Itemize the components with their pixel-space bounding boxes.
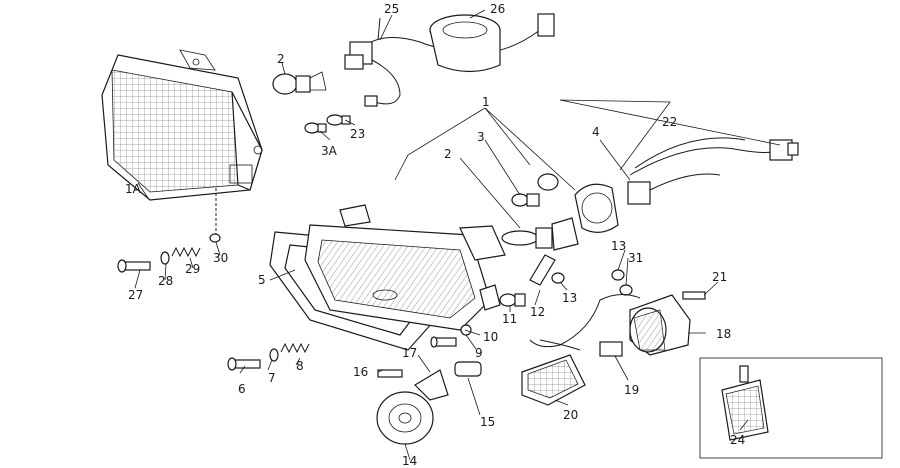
callout-27: 29 (185, 262, 200, 276)
callout-29: 25 (384, 2, 399, 16)
callout-31: 31 (628, 251, 643, 265)
bulb-3 (511, 193, 540, 207)
callout-4: 4 (592, 125, 600, 139)
reflector-inset-24 (699, 357, 883, 459)
callout-17: 17 (402, 346, 417, 360)
bulb-2-lower (501, 217, 579, 251)
horn-14 (376, 361, 482, 445)
callout-24: 24 (730, 433, 745, 447)
callout-30: 26 (490, 2, 505, 16)
lamp-20 (521, 339, 586, 406)
fasteners-6-8 (227, 342, 310, 371)
callout-1: 1 (482, 95, 490, 109)
callout-3: 3 (477, 130, 485, 144)
fasteners-11-13 (499, 254, 633, 307)
rubber-boot-30 (429, 13, 555, 73)
callout-22: 22 (662, 115, 677, 129)
callout-19: 19 (624, 383, 639, 397)
connector-19 (599, 341, 623, 357)
callout-7: 7 (268, 371, 276, 385)
callout-23: 23 (350, 127, 365, 141)
callout-12: 12 (530, 305, 545, 319)
callout-5: 5 (258, 273, 266, 287)
harness-22 (629, 137, 799, 176)
socket-assembly-1 (537, 173, 721, 233)
callout-11: 11 (502, 312, 517, 326)
callout-3a: 3A (321, 144, 338, 158)
callout-21: 21 (712, 270, 727, 284)
callout-10: 10 (483, 330, 498, 344)
callout-25: 27 (128, 288, 143, 302)
callout-1a: 1A (125, 182, 142, 196)
callout-8: 8 (296, 359, 304, 373)
turn-signal-18 (529, 291, 706, 356)
callout-16: 16 (353, 365, 368, 379)
callout-labels: 1A 2 3A 23 25 26 1 22 2 3 4 5 6 7 8 9 10… (125, 2, 745, 468)
callout-9: 9 (475, 346, 483, 360)
callout-20: 20 (563, 408, 578, 422)
bulbs-3a-23 (304, 114, 351, 134)
callout-13-upper: 13 (611, 239, 626, 253)
callout-26: 28 (158, 274, 173, 288)
callout-13-lower: 13 (562, 291, 577, 305)
leader-lines (134, 9, 781, 461)
callout-18: 18 (716, 327, 731, 341)
callout-28: 30 (213, 251, 228, 265)
headlight-housing (304, 204, 506, 331)
callout-15: 15 (480, 415, 495, 429)
callout-2-lower: 2 (444, 147, 452, 161)
bulb-2-upper (272, 71, 327, 95)
headlight-1a (101, 49, 263, 201)
callout-14: 14 (402, 454, 417, 468)
fasteners-25-28 (117, 188, 221, 273)
callout-2-upper: 2 (277, 52, 285, 66)
callout-6: 6 (238, 382, 246, 396)
